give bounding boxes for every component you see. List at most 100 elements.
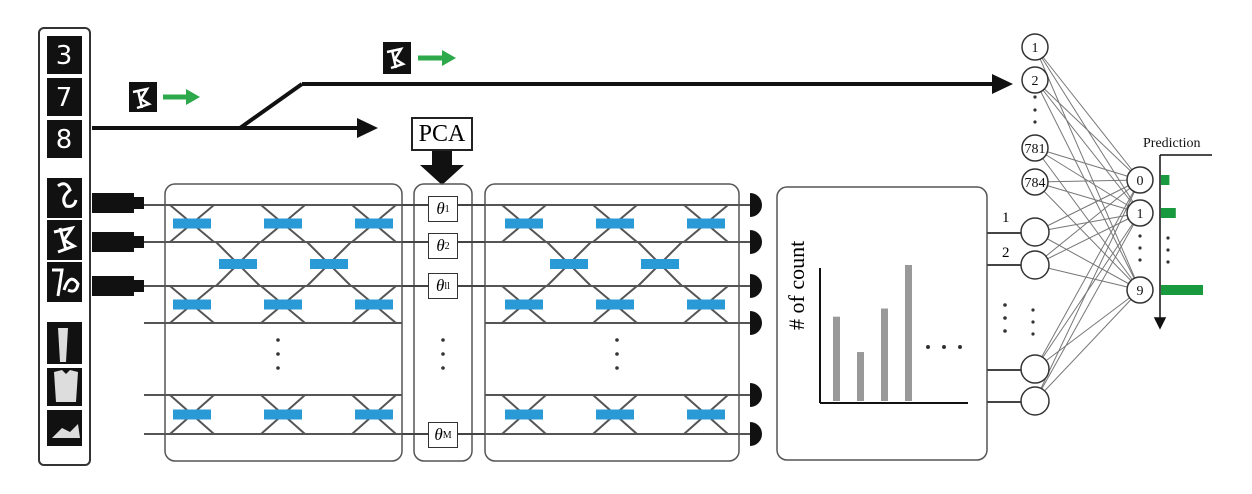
input-couplers [92, 193, 144, 296]
beam-splitter [550, 259, 588, 269]
network-edge [1034, 79, 1141, 214]
output-node-label: 1 [1137, 207, 1144, 222]
network-edge [1034, 289, 1141, 370]
beam-splitter [173, 409, 211, 420]
beam-splitter [264, 218, 302, 229]
phase-shifter-column-box [413, 183, 473, 462]
beam-splitter [355, 218, 393, 229]
histogram-ylabel: # of count [784, 240, 809, 330]
network-edge [1034, 147, 1141, 291]
classical-path [92, 82, 995, 130]
network-edge [1034, 181, 1141, 214]
histogram-box [776, 186, 988, 461]
phase-column-waveguides [402, 204, 485, 435]
detector-icon [750, 230, 762, 254]
network-edge [1034, 264, 1141, 291]
theta-symbol: θ [436, 236, 445, 255]
upper-input-node-label: 1 [1032, 41, 1039, 56]
beam-splitter [310, 259, 348, 269]
input-images-panel: 3 7 8 [38, 27, 91, 466]
network-connections [1034, 46, 1141, 402]
prediction-bar [1161, 175, 1170, 185]
beam-splitter [173, 299, 211, 310]
mnist-digit-8-icon: 8 [47, 120, 82, 158]
output-node [1126, 199, 1154, 227]
interferometer-mesh-2 [485, 204, 750, 435]
beam-splitter [641, 259, 679, 269]
output-node [1126, 166, 1154, 194]
beam-splitter [355, 409, 393, 420]
prediction-axis [1153, 154, 1212, 330]
theta-index: 1 [444, 203, 450, 215]
theta-symbol: θ [436, 276, 445, 295]
beam-splitter [596, 409, 634, 420]
lower-input-node [1020, 386, 1050, 416]
pca-box: PCA [411, 117, 473, 151]
arrow-to-network [992, 74, 1013, 94]
encoded-digit-icon [47, 178, 82, 302]
mnist-digit-7-icon: 7 [47, 78, 82, 116]
encoded-digit-icon [129, 82, 157, 112]
beam-splitter [505, 299, 543, 310]
output-node [1126, 276, 1154, 304]
upper-input-node [1021, 134, 1049, 162]
network-edge [1034, 79, 1141, 181]
prediction-bar [1161, 208, 1176, 218]
digit-8-glyph: 8 [56, 125, 73, 155]
lower-input-node [1020, 250, 1050, 280]
histogram-bar [881, 308, 888, 401]
network-edge [1034, 212, 1141, 402]
mnist-digit-3-icon: 3 [47, 36, 82, 74]
fashion-item-icon [47, 322, 82, 446]
lower-input-label-1: 1 [1002, 210, 1010, 226]
theta-index: 2 [444, 240, 450, 252]
beam-splitter [687, 218, 725, 229]
histogram-bar [833, 316, 840, 401]
prediction-bars [1161, 175, 1203, 295]
detector-icon [750, 311, 762, 335]
upper-input-node [1021, 66, 1049, 94]
histogram-bar [905, 265, 912, 401]
beam-splitter [219, 259, 257, 269]
detector-icon [750, 422, 762, 446]
network-edge [1034, 179, 1141, 266]
network-edge [1034, 179, 1141, 370]
network-edge [1034, 179, 1141, 233]
network-edge [1034, 46, 1141, 291]
detector-icon [750, 383, 762, 407]
upper-input-node [1021, 168, 1049, 196]
prediction-bar [1161, 285, 1203, 295]
arrow-to-pca [357, 118, 378, 138]
network-edge [1034, 147, 1141, 181]
green-arrow-icon [163, 89, 200, 105]
network-edge [1034, 212, 1141, 266]
lower-input-label-2: 2 [1002, 245, 1010, 261]
digit-3-glyph: 3 [56, 41, 73, 71]
lower-input-node [1020, 217, 1050, 247]
network-edge [1034, 179, 1141, 183]
prediction-label: Prediction [1143, 136, 1201, 151]
theta-symbol: θ [436, 199, 445, 218]
network-edge [1034, 46, 1141, 181]
interferometer-mesh-1 [144, 204, 402, 435]
network-edge [1034, 289, 1141, 402]
output-node-label: 9 [1137, 284, 1144, 299]
photon-detectors [750, 193, 762, 446]
digit-7-glyph: 7 [56, 83, 73, 113]
beam-splitter [687, 409, 725, 420]
upper-input-node-label: 781 [1025, 142, 1046, 157]
lower-input-lines [987, 232, 1022, 403]
histogram-bars [833, 265, 912, 401]
upper-input-node [1021, 33, 1049, 61]
upper-input-node-label: 2 [1032, 74, 1039, 89]
network-edge [1034, 179, 1141, 402]
detector-icon [750, 274, 762, 298]
network-edge [1034, 79, 1141, 291]
histogram-axes [819, 268, 968, 404]
beam-splitter [355, 299, 393, 310]
